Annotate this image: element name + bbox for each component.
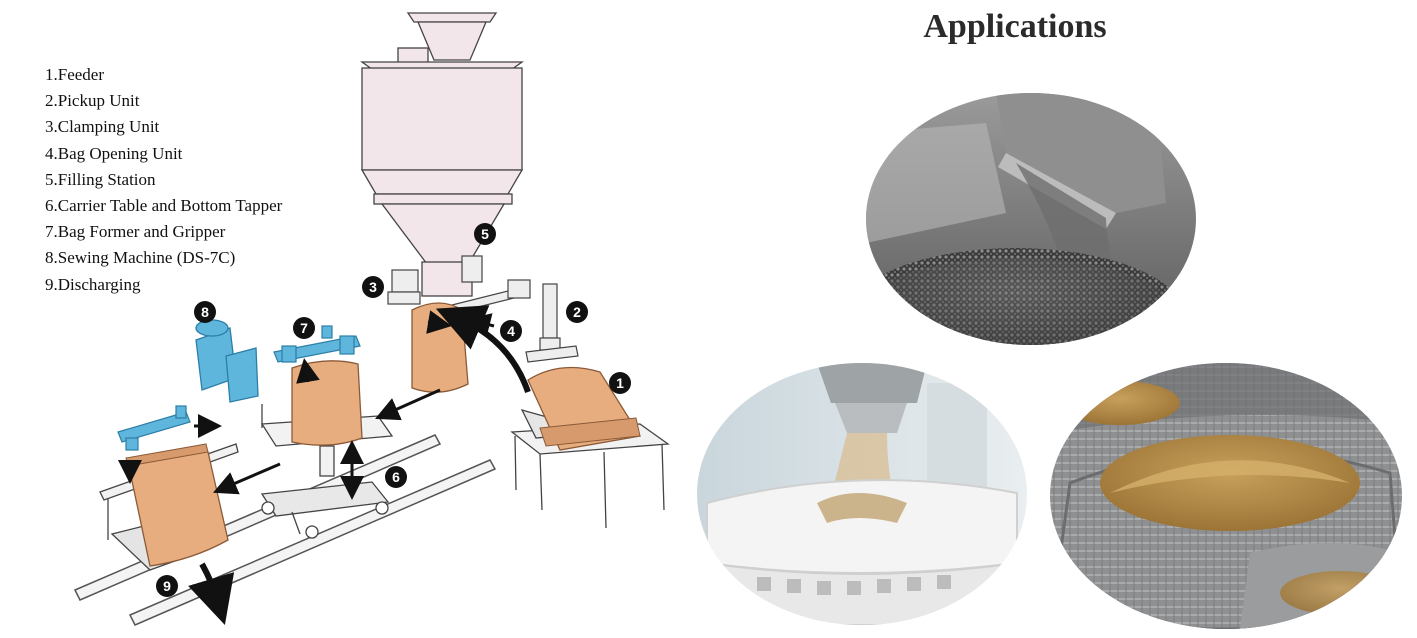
legend-item-clamping-unit: 3.Clamping Unit	[45, 117, 160, 137]
photo-white-sacks-filling	[697, 363, 1027, 625]
component-legend: 1.Feeder 2.Pickup Unit 3.Clamping Unit 4…	[45, 62, 282, 298]
svg-text:2: 2	[573, 304, 581, 320]
applications-title: Applications	[923, 8, 1107, 45]
legend-item-bag-former: 7.Bag Former and Gripper	[45, 222, 226, 242]
svg-text:4: 4	[507, 323, 515, 339]
discharge-arrow	[188, 562, 235, 625]
legend-item-carrier-table: 6.Carrier Table and Bottom Tapper	[45, 196, 283, 216]
clamping-unit	[387, 255, 483, 305]
hopper	[359, 12, 525, 297]
svg-text:1: 1	[616, 375, 624, 391]
svg-text:5: 5	[481, 226, 489, 242]
legend-item-feeder: 1.Feeder	[45, 65, 105, 84]
callout-4: 4	[500, 320, 522, 342]
svg-text:3: 3	[369, 279, 377, 295]
pickup-unit	[525, 283, 579, 363]
svg-text:7: 7	[300, 320, 308, 336]
photo-granules-pouring	[866, 93, 1196, 345]
svg-text:6: 6	[392, 469, 400, 485]
callout-2: 2	[566, 301, 588, 323]
legend-item-pickup-unit: 2.Pickup Unit	[45, 91, 140, 111]
bagging-machine-diagram: 1 2 3 4 5 6 7 8 9	[73, 12, 670, 626]
callout-8: 8	[194, 301, 216, 323]
legend-item-discharging: 9.Discharging	[45, 274, 141, 294]
legend-item-filling-station: 5.Filling Station	[45, 169, 156, 189]
legend-item-bag-opening-unit: 4.Bag Opening Unit	[45, 143, 183, 163]
sewing-machine	[195, 319, 259, 403]
bag-carrier	[291, 360, 363, 446]
legend-item-sewing-machine: 8.Sewing Machine (DS-7C)	[45, 248, 236, 268]
callout-9: 9	[156, 575, 178, 597]
callout-1: 1	[609, 372, 631, 394]
svg-text:8: 8	[201, 304, 209, 320]
callout-7: 7	[293, 317, 315, 339]
svg-text:9: 9	[163, 578, 171, 594]
photo-woven-sacks-sand	[1050, 363, 1402, 629]
callout-5: 5	[474, 223, 496, 245]
discharge-gripper	[117, 405, 191, 451]
callout-3: 3	[362, 276, 384, 298]
bag-former-gripper	[273, 325, 361, 363]
flow-arrows	[118, 310, 495, 500]
callout-6: 6	[385, 466, 407, 488]
